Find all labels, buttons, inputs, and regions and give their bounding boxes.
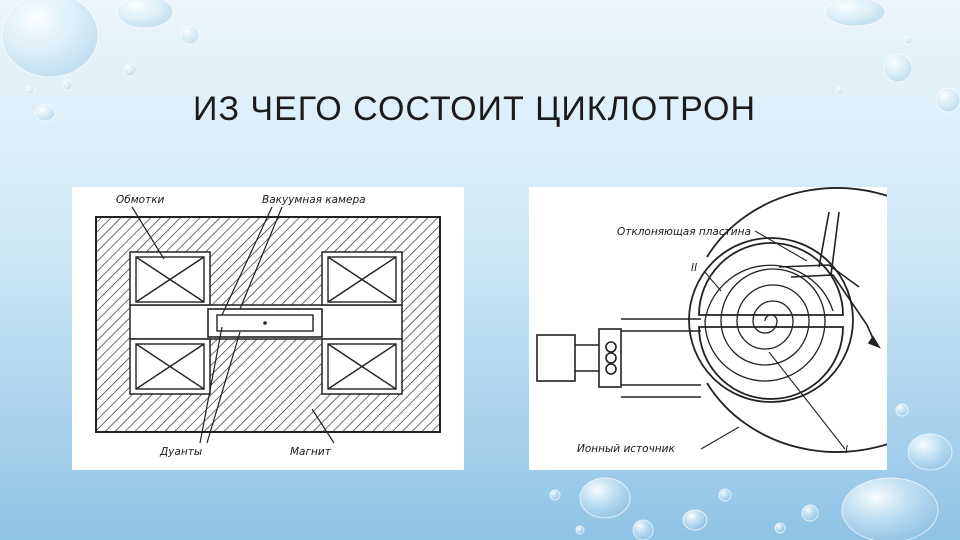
dee-chamber: [688, 237, 854, 403]
dee-lower: [698, 326, 844, 400]
label-dees: Дуанты: [159, 446, 202, 458]
label-dee-two: II: [691, 262, 697, 274]
vacuum-chamber: [207, 308, 323, 338]
deflector-plate: [778, 211, 881, 349]
label-ion-source: Ионный источник: [577, 443, 675, 455]
outer-chamber: [706, 187, 887, 453]
label-dee-one: I: [845, 444, 848, 456]
cyclotron-cross-section-diagram: Обмотки Вакуумная камера Дуанты Магнит: [72, 187, 464, 470]
dee-upper: [698, 242, 844, 316]
label-vacuum-chamber: Вакуумная камера: [262, 194, 366, 206]
label-deflector-plate: Отклоняющая пластина: [617, 226, 751, 238]
label-windings: Обмотки: [116, 194, 165, 206]
ion-spiral: [704, 264, 834, 382]
ion-source: [536, 318, 701, 398]
label-magnet: Магнит: [290, 446, 332, 458]
slide-title: ИЗ ЧЕГО СОСТОИТ ЦИКЛОТРОН: [193, 90, 757, 128]
cyclotron-top-view-diagram: Отклоняющая пластина II Ионный источник …: [529, 187, 887, 470]
